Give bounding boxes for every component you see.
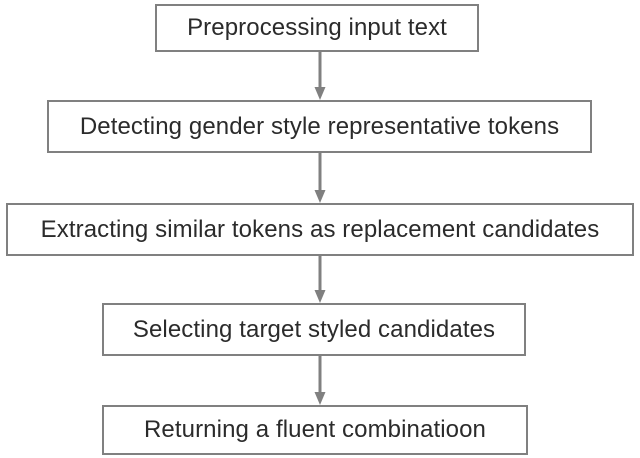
flowchart-node-label: Preprocessing input text bbox=[187, 14, 447, 41]
flowchart-arrow-step-4-to-step-5 bbox=[313, 356, 327, 405]
flowchart-node-step-2[interactable]: Detecting gender style representative to… bbox=[47, 100, 592, 153]
flowchart-node-label: Detecting gender style representative to… bbox=[79, 112, 560, 140]
flowchart-node-label: Returning a fluent combinatioon bbox=[144, 416, 486, 443]
flowchart-node-step-4[interactable]: Selecting target styled candidates bbox=[102, 303, 526, 356]
flowchart-arrow-step-2-to-step-3 bbox=[313, 153, 327, 203]
flowchart-node-step-5[interactable]: Returning a fluent combinatioon bbox=[102, 405, 528, 455]
flowchart-node-step-3[interactable]: Extracting similar tokens as replacement… bbox=[6, 203, 634, 256]
flowchart-node-label: Selecting target styled candidates bbox=[132, 315, 496, 343]
flowchart-arrow-step-3-to-step-4 bbox=[313, 256, 327, 303]
flowchart-arrow-step-1-to-step-2 bbox=[313, 52, 327, 100]
flowchart-node-step-1[interactable]: Preprocessing input text bbox=[155, 4, 479, 52]
flowchart-node-label: Extracting similar tokens as replacement… bbox=[40, 215, 600, 243]
